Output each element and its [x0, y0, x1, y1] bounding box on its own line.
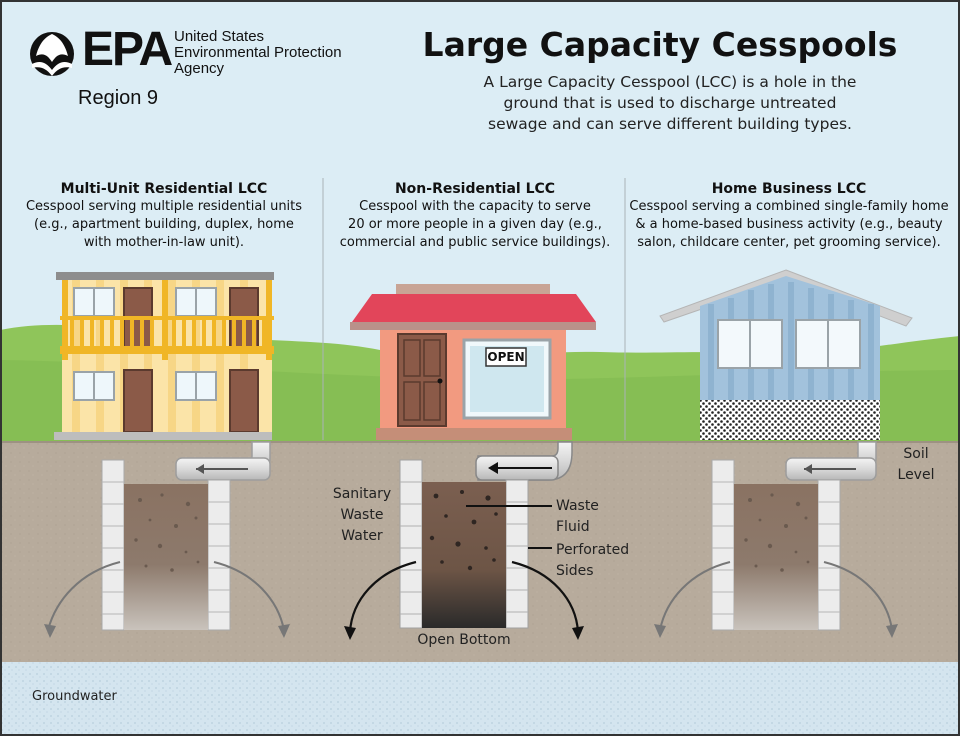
- column-desc-line: Cesspool serving a combined single-famil…: [629, 199, 949, 214]
- column-heading: Home Business LCC: [711, 181, 867, 197]
- column-desc-line: (e.g., apartment building, duplex, home: [34, 217, 294, 232]
- label-line: Waste: [556, 498, 599, 514]
- label-line: Sides: [556, 563, 594, 579]
- cesspool-right-illustration: [654, 441, 898, 638]
- cesspool-left-illustration: [44, 441, 290, 638]
- multi-unit-building-illustration: [54, 272, 274, 440]
- agency-name-line: Environmental Protection: [174, 44, 342, 61]
- agency-name-line: United States: [174, 28, 265, 45]
- open-sign-text: OPEN: [487, 350, 525, 364]
- label-line: Sanitary: [332, 486, 392, 502]
- label-line: Level: [897, 467, 935, 483]
- subtitle-line: ground that is used to discharge untreat…: [503, 94, 837, 112]
- column-desc-line: 20 or more people in a given day (e.g.,: [348, 217, 602, 232]
- groundwater-label: Groundwater: [32, 689, 117, 704]
- column-desc-line: salon, childcare center, pet grooming se…: [637, 235, 941, 250]
- column-non-residential: Non-Residential LCC Cesspool with the ca…: [326, 180, 624, 252]
- subtitle-line: A Large Capacity Cesspool (LCC) is a hol…: [483, 73, 857, 91]
- agency-name-line: Agency: [174, 60, 225, 77]
- column-desc-line: commercial and public service buildings)…: [339, 235, 611, 250]
- sanitary-waste-water-label: Sanitary Waste Water: [326, 484, 398, 547]
- label-line: Fluid: [556, 519, 590, 535]
- label-line: Perforated: [556, 542, 630, 558]
- column-multi-unit: Multi-Unit Residential LCC Cesspool serv…: [12, 180, 316, 252]
- region-label: Region 9: [78, 87, 159, 109]
- non-residential-building-illustration: [350, 284, 596, 440]
- open-bottom-label: Open Bottom: [417, 632, 511, 648]
- column-desc-line: & a home-based business activity (e.g., …: [635, 217, 943, 232]
- groundwater-layer: [0, 662, 960, 736]
- home-business-building-illustration: [659, 269, 913, 440]
- column-home-business: Home Business LCC Cesspool serving a com…: [628, 180, 950, 252]
- column-desc-line: Cesspool serving multiple residential un…: [25, 199, 303, 214]
- column-heading: Multi-Unit Residential LCC: [60, 181, 268, 197]
- label-line: Waste: [340, 507, 384, 523]
- label-line: Soil: [903, 446, 929, 462]
- epa-logo-text: EPA: [82, 23, 173, 76]
- epa-flower-icon: [30, 32, 74, 76]
- page-subtitle: A Large Capacity Cesspool (LCC) is a hol…: [390, 72, 950, 135]
- column-desc-line: Cesspool with the capacity to serve: [359, 199, 591, 214]
- subtitle-line: sewage and can serve different building …: [488, 115, 852, 133]
- cesspool-center-illustration: [344, 441, 584, 640]
- column-desc-line: with mother-in-law unit).: [83, 235, 245, 250]
- perforated-sides-label: Perforated Sides: [556, 540, 629, 582]
- page-title: Large Capacity Cesspools: [422, 25, 898, 64]
- label-line: Water: [341, 528, 383, 544]
- column-heading: Non-Residential LCC: [394, 181, 556, 197]
- soil-level-label: Soil Level: [886, 444, 946, 486]
- waste-fluid-label: Waste Fluid: [556, 496, 599, 538]
- open-sign: [485, 347, 527, 367]
